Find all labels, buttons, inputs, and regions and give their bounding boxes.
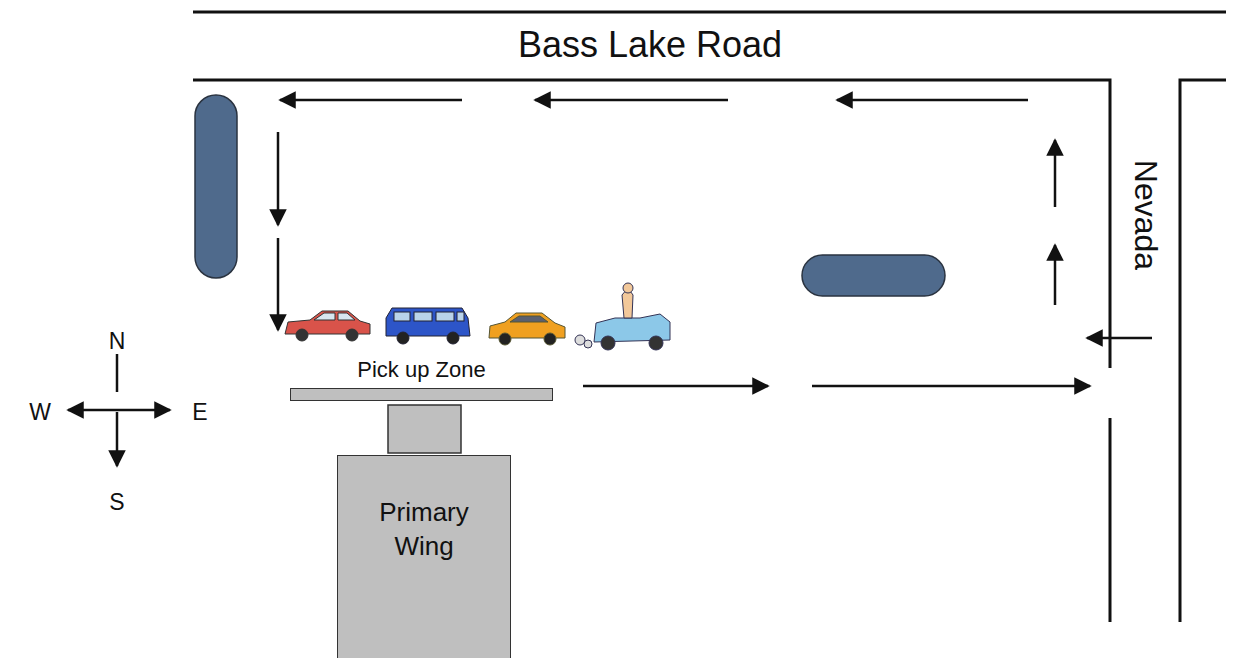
blue-convertible — [575, 283, 670, 350]
traffic-arrows — [278, 100, 1152, 386]
entry-block — [388, 405, 461, 453]
zone-bar — [290, 388, 553, 401]
compass-letter: N — [107, 329, 128, 354]
zone-label: Pick up Zone — [357, 358, 485, 382]
red-car — [285, 311, 370, 341]
island — [802, 255, 945, 296]
pickup-zone: Pick up Zone — [290, 358, 553, 401]
building-box: Primary Wing — [337, 455, 511, 658]
road-name: Bass Lake Road — [518, 27, 782, 63]
island — [195, 95, 237, 278]
orange-car — [489, 313, 565, 345]
compass-letter: E — [190, 400, 209, 425]
road-name: Nevada — [1130, 160, 1162, 270]
compass-letter: S — [107, 490, 126, 515]
blue-van — [386, 308, 470, 344]
compass-letter: W — [27, 400, 53, 425]
building-label: Primary Wing — [369, 496, 479, 564]
